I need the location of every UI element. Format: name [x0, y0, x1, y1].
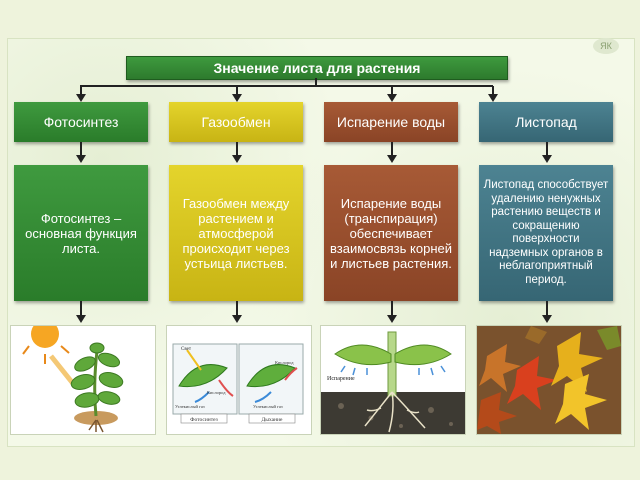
- text-gas-exchange: Газообмен между растением и атмосферой п…: [169, 165, 303, 301]
- arrow-1c: [76, 315, 86, 323]
- transpiration-diagram: Испарение: [320, 325, 466, 435]
- arrow-1a: [76, 94, 86, 102]
- connector-2a: [236, 86, 238, 95]
- connector-2c: [236, 301, 238, 316]
- autumn-leaves-photo: [476, 325, 622, 435]
- label-respiration: Дыхание: [262, 417, 283, 423]
- label-oxygen: Кислород: [207, 390, 226, 395]
- label-oxygen-right: Кислород: [275, 360, 294, 365]
- connector-3b: [391, 142, 393, 156]
- photosynthesis-plant-illustration: [10, 325, 156, 435]
- gas-exchange-diagram: Свет Кислород Углекислый газ Кислород Уг…: [166, 325, 312, 435]
- arrow-2c: [232, 315, 242, 323]
- connector-bar: [80, 85, 493, 87]
- connector-1c: [80, 301, 82, 316]
- text-photosynthesis: Фотосинтез – основная функция листа.: [14, 165, 148, 301]
- arrow-3c: [387, 315, 397, 323]
- arrow-2b: [232, 155, 242, 163]
- arrow-3a: [387, 94, 397, 102]
- connector-4c: [546, 301, 548, 316]
- connector-2b: [236, 142, 238, 156]
- heading-leaf-fall: Листопад: [479, 102, 613, 142]
- connector-3a: [391, 86, 393, 95]
- arrow-3b: [387, 155, 397, 163]
- connector-3c: [391, 301, 393, 316]
- label-co2-right: Углекислый газ: [253, 404, 283, 409]
- arrow-4a: [488, 94, 498, 102]
- connector-1b: [80, 142, 82, 156]
- label-co2-left: Углекислый газ: [175, 404, 205, 409]
- label-light: Свет: [181, 347, 192, 352]
- label-photosynthesis: Фотосинтез: [190, 417, 218, 423]
- arrow-4c: [542, 315, 552, 323]
- logo: ЯК: [593, 38, 619, 54]
- connector-title: [315, 78, 317, 86]
- connector-4b: [546, 142, 548, 156]
- heading-photosynthesis: Фотосинтез: [14, 102, 148, 142]
- arrow-4b: [542, 155, 552, 163]
- text-leaf-fall: Листопад способствует удалению ненужных …: [479, 165, 613, 301]
- connector-4a: [492, 86, 494, 95]
- text-transpiration: Испарение воды (транспирация) обеспечива…: [324, 165, 458, 301]
- arrow-1b: [76, 155, 86, 163]
- label-transpiration: Испарение: [327, 376, 355, 382]
- heading-transpiration: Испарение воды: [324, 102, 458, 142]
- arrow-2a: [232, 94, 242, 102]
- connector-1a: [80, 86, 82, 95]
- heading-gas-exchange: Газообмен: [169, 102, 303, 142]
- diagram-title: Значение листа для растения: [126, 56, 508, 80]
